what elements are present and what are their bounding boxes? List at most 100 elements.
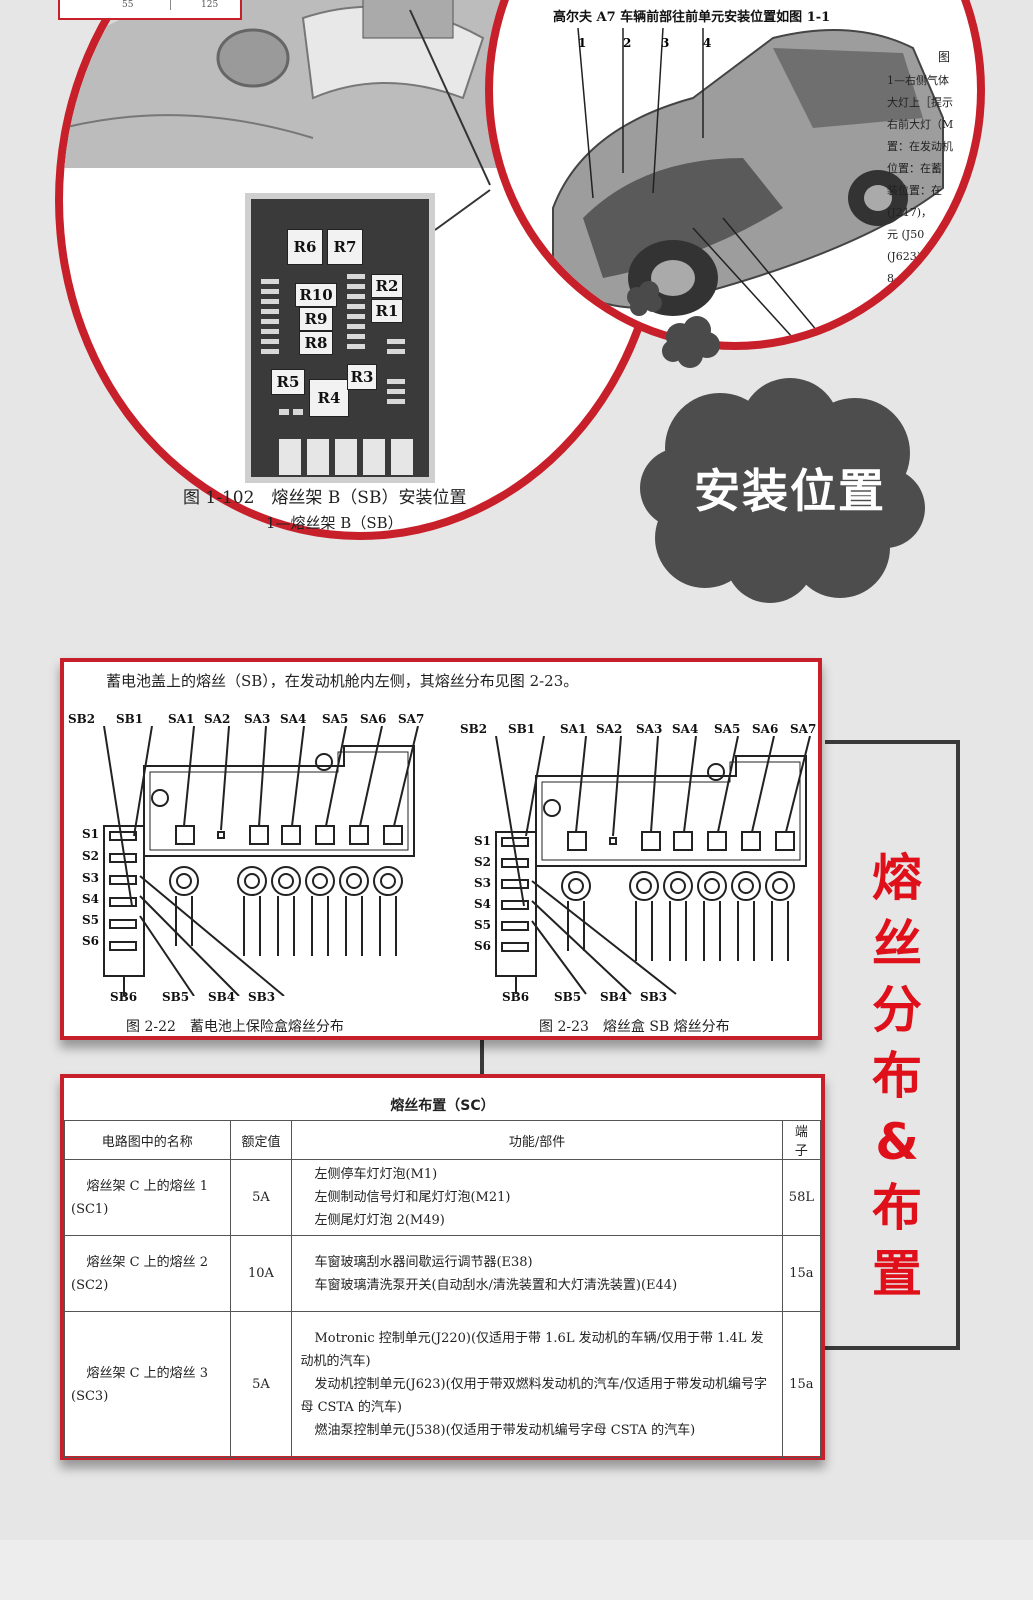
cell-name: 熔丝架 C 上的熔丝 1 (SC1) [64, 1159, 231, 1236]
label-sb5-r: SB5 [554, 990, 582, 1004]
label-s6: S6 [82, 934, 100, 948]
cell-terminal: 58L [781, 1159, 822, 1236]
table-row: 熔丝架 C 上的熔丝 2 (SC2) 10A 车窗玻璃刮水器间歇运行调节器(E3… [64, 1235, 822, 1312]
cell-name-line2: (SC1) [71, 1201, 109, 1217]
header-function: 功能/部件 [291, 1120, 783, 1160]
figure-caption-1-102: 图 1-102 熔丝架 B（SB）安装位置 [183, 488, 467, 508]
relay-r1: R1 [371, 299, 403, 323]
fuse-table-panel: 熔丝布置（SC） 电路图中的名称 额定值 功能/部件 端子 熔丝架 C 上的熔丝… [60, 1074, 825, 1460]
fuse-box-diagram-left [103, 726, 419, 996]
connector-bracket [825, 740, 960, 1350]
right-diagram-labels: SB2 SB1 SA1 SA2 SA3 SA4 SA5 SA6 SA7 S1 S… [456, 722, 826, 1022]
label-sa4-r: SA4 [672, 722, 699, 736]
label-sa4: SA4 [280, 712, 307, 726]
right-note-4: 置：在发动机 [887, 140, 953, 153]
header-rating: 额定值 [229, 1120, 293, 1160]
strip-cell-2: 125 [170, 0, 218, 10]
label-s2: S2 [82, 849, 100, 863]
label-sa7-r: SA7 [790, 722, 817, 736]
header-terminal: 端子 [781, 1120, 822, 1160]
function-line: 燃油泵控制单元(J538)(仅适用于带发动机编号字母 CSTA 的汽车) [314, 1423, 696, 1438]
relay-r7: R7 [327, 229, 363, 265]
label-s4: S4 [82, 892, 100, 906]
connector-line [480, 1040, 484, 1074]
label-sb6: SB6 [110, 990, 138, 1004]
relay-r5: R5 [271, 369, 305, 395]
bottom-decor-band [0, 1540, 1033, 1600]
relay-r8: R8 [299, 331, 333, 355]
table-header-row: 电路图中的名称 额定值 功能/部件 端子 [64, 1120, 822, 1160]
cloud-icon [640, 378, 925, 603]
right-fig-label: 图 [938, 50, 951, 64]
fuse-distribution-panel: 蓄电池盖上的熔丝（SB），在发动机舱内左侧，其熔丝分布见图 2-23。 SB2 … [60, 658, 822, 1040]
label-sb6-r: SB6 [502, 990, 530, 1004]
side-title-char-6: 布 [872, 1179, 922, 1237]
label-sa1: SA1 [168, 712, 195, 726]
right-note-7: (J217)， [887, 206, 932, 219]
label-s1-r: S1 [474, 834, 492, 848]
right-note-5: 位置：在蓄 [887, 162, 942, 175]
function-line: 左侧制动信号灯和尾灯灯泡(M21) [314, 1190, 511, 1205]
cell-name-line2: (SC2) [71, 1277, 109, 1293]
relay-r6: R6 [287, 229, 323, 265]
intro-text: 蓄电池盖上的熔丝（SB），在发动机舱内左侧，其熔丝分布见图 2-23。 [106, 672, 579, 690]
table-title: 熔丝布置（SC） [390, 1098, 495, 1114]
label-sb3-r: SB3 [640, 990, 668, 1004]
label-sa7: SA7 [398, 712, 425, 726]
top-strip-table: 55 125 [58, 0, 242, 20]
callout-1: 1 [578, 36, 587, 50]
label-sb2: SB2 [68, 712, 96, 726]
label-s6-r: S6 [474, 939, 492, 953]
left-diagram-labels: SB2 SB1 SA1 SA2 SA3 SA4 SA5 SA6 SA7 S1 S… [64, 712, 444, 1012]
side-title-char-5: & [875, 1113, 919, 1171]
cell-terminal: 15a [781, 1311, 822, 1458]
function-line: 车窗玻璃刮水器间歇运行调节器(E38) [314, 1254, 533, 1270]
cell-functions: 车窗玻璃刮水器间歇运行调节器(E38) 车窗玻璃清洗泵开关(自动刮水/清洗装置和… [291, 1235, 783, 1312]
label-s5-r: S5 [474, 918, 492, 932]
side-title-char-7: 置 [872, 1245, 922, 1303]
fuse-slots [261, 274, 413, 475]
right-note-9: (J623) [887, 250, 921, 263]
label-sb4-r: SB4 [600, 990, 628, 1004]
function-line: 发动机控制单元(J623)(仅用于带双燃料发动机的汽车/仅适用于带发动机编号字母… [300, 1377, 768, 1415]
cell-name-line1: 熔丝架 C 上的熔丝 2 [86, 1254, 209, 1270]
cell-rating: 5A [229, 1311, 293, 1458]
figure-subcaption-1-102: 1—熔丝架 B（SB） [266, 514, 403, 532]
cell-rating: 10A [229, 1235, 293, 1312]
cell-functions: Motronic 控制单元(J220)(仅适用于带 1.6L 发动机的车辆/仅用… [291, 1311, 783, 1458]
right-note-2: 大灯上［提示 [887, 96, 953, 109]
right-header: 高尔夫 A7 车辆前部往前单元安装位置如图 1-1 [553, 10, 831, 25]
fuse-table: 电路图中的名称 额定值 功能/部件 端子 熔丝架 C 上的熔丝 1 (SC1) … [64, 1120, 822, 1458]
cell-name-line2: (SC3) [71, 1388, 109, 1404]
right-notes: 1—右侧气体 大灯上［提示 右前大灯（M 置：在发动机 位置：在蓄 装位置：在 … [887, 70, 953, 290]
side-title-char-3: 分 [872, 981, 922, 1039]
strip-cell-1: 55 [122, 0, 134, 10]
label-sb4: SB4 [208, 990, 236, 1004]
label-sa6-r: SA6 [752, 722, 779, 736]
label-sa6: SA6 [360, 712, 387, 726]
fuse-box-diagram-right [495, 736, 811, 995]
car-side-illustration [552, 27, 944, 338]
label-sa1-r: SA1 [560, 722, 587, 736]
function-line: 车窗玻璃清洗泵开关(自动刮水/清洗装置和大灯清洗装置)(E44) [314, 1277, 678, 1293]
label-s4-r: S4 [474, 897, 492, 911]
function-line: Motronic 控制单元(J220)(仅适用于带 1.6L 发动机的车辆/仅用… [300, 1331, 764, 1369]
small-clouds [627, 281, 720, 368]
cell-name-line1: 熔丝架 C 上的熔丝 1 [86, 1178, 209, 1194]
cell-name: 熔丝架 C 上的熔丝 3 (SC3) [64, 1311, 231, 1458]
label-sb5: SB5 [162, 990, 190, 1004]
label-sb1: SB1 [116, 712, 144, 726]
label-s3: S3 [82, 871, 100, 885]
label-s5: S5 [82, 913, 100, 927]
leader-lines [409, 9, 491, 231]
function-line: 左侧尾灯灯泡 2(M49) [314, 1213, 445, 1228]
relay-r9: R9 [299, 307, 333, 331]
label-sa5-r: SA5 [714, 722, 741, 736]
table-row: 熔丝架 C 上的熔丝 1 (SC1) 5A 左侧停车灯灯泡(M1) 左侧制动信号… [64, 1159, 822, 1236]
side-title: 熔 丝 分 布 & 布 置 [866, 845, 928, 1307]
callout-3: 3 [661, 36, 670, 50]
right-note-6: 装位置：在 [887, 184, 942, 197]
callout-2: 2 [623, 36, 632, 50]
label-sa3: SA3 [244, 712, 271, 726]
cell-rating: 5A [229, 1159, 293, 1236]
